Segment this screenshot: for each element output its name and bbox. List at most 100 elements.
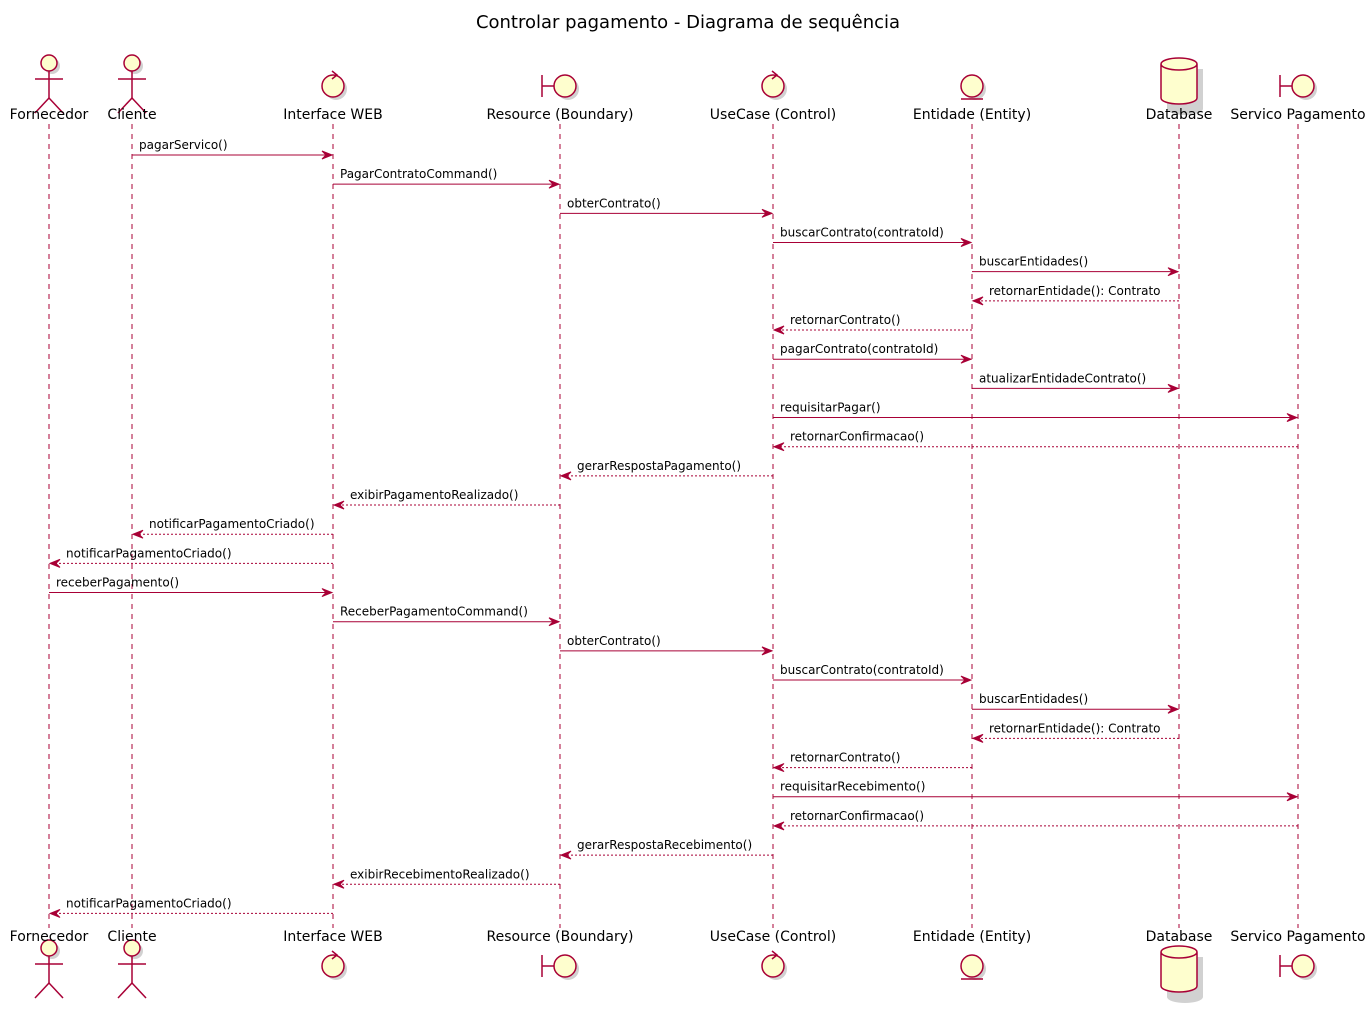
message-label: notificarPagamentoCriado() [66, 896, 232, 910]
message-label: receberPagamento() [56, 576, 179, 590]
message-label: retornarConfirmacao() [790, 809, 924, 823]
arrow-head-icon [48, 908, 61, 918]
message-return: gerarRespostaRecebimento() [559, 838, 773, 860]
participant-label: Resource (Boundary) [487, 929, 634, 945]
diagram-title: Controlar pagamento - Diagrama de sequên… [476, 12, 900, 33]
message-return: retornarContrato() [772, 751, 972, 773]
arrow-head-icon [332, 500, 345, 510]
arrow-head-icon [772, 325, 785, 335]
message-call: buscarEntidades() [972, 692, 1180, 714]
message-label: requisitarPagar() [780, 401, 881, 415]
participant-label: Interface WEB [283, 107, 382, 123]
participant-label: Entidade (Entity) [913, 929, 1031, 945]
participant-header-entidade: Entidade (Entity) [913, 74, 1031, 123]
message-label: retornarEntidade(): Contrato [989, 284, 1161, 298]
message-label: notificarPagamentoCriado() [149, 517, 315, 531]
message-return: gerarRespostaPagamento() [559, 459, 773, 481]
participant-label: Cliente [107, 107, 156, 123]
participant-label: UseCase (Control) [710, 929, 836, 945]
participant-header-usecase: UseCase (Control) [710, 70, 836, 123]
participant-header-resource: Resource (Boundary) [487, 74, 634, 123]
participant-label: UseCase (Control) [710, 107, 836, 123]
message-label: obterContrato() [567, 196, 661, 210]
message-call: requisitarPagar() [773, 401, 1299, 422]
message-label: exibirRecebimentoRealizado() [350, 867, 530, 881]
message-label: exibirPagamentoRealizado() [350, 488, 518, 502]
arrow-head-icon [548, 617, 561, 627]
message-label: retornarContrato() [790, 751, 900, 765]
message-return: exibirPagamentoRealizado() [332, 488, 560, 510]
boundary-icon [1279, 954, 1317, 980]
message-call: pagarServico() [132, 138, 334, 160]
participant-header-web: Interface WEB [283, 70, 383, 123]
actor-icon [117, 939, 147, 999]
control-icon [761, 70, 787, 100]
message-call: pagarContrato(contratoId) [773, 342, 973, 364]
participant-footer-servico: Servico Pagamento [1230, 929, 1366, 980]
message-call: ReceberPagamentoCommand() [333, 605, 561, 627]
message-return: retornarConfirmacao() [772, 430, 1298, 452]
participant-header-database: Database [1146, 57, 1213, 123]
message-call: requisitarRecebimento() [773, 780, 1299, 802]
participant-footer-resource: Resource (Boundary) [487, 929, 634, 980]
arrow-head-icon [559, 850, 572, 860]
actor-icon [34, 939, 64, 999]
arrow-head-icon [1167, 267, 1180, 277]
arrow-head-icon [1286, 413, 1299, 422]
message-label: notificarPagamentoCriado() [66, 546, 232, 560]
arrow-head-icon [772, 821, 785, 831]
participant-header-fornecedor: Fornecedor [10, 54, 89, 123]
participant-label: Database [1146, 929, 1213, 945]
message-label: retornarEntidade(): Contrato [989, 721, 1161, 735]
message-return: notificarPagamentoCriado() [131, 517, 333, 539]
arrow-head-icon [971, 296, 984, 306]
participant-label: Servico Pagamento [1230, 929, 1365, 945]
participant-label: Fornecedor [10, 929, 89, 945]
arrow-head-icon [332, 879, 345, 889]
arrow-head-icon [48, 558, 61, 568]
boundary-icon [1279, 74, 1317, 100]
message-label: buscarEntidades() [979, 692, 1088, 706]
message-return: notificarPagamentoCriado() [48, 546, 333, 568]
message-label: pagarContrato(contratoId) [780, 342, 938, 356]
arrow-head-icon [960, 238, 973, 247]
actor-icon [117, 54, 147, 114]
message-label: buscarContrato(contratoId) [780, 226, 944, 240]
participant-label: Interface WEB [283, 929, 382, 945]
arrow-head-icon [971, 733, 984, 743]
arrow-head-icon [960, 354, 973, 364]
arrow-head-icon [131, 529, 144, 539]
control-icon [761, 950, 787, 980]
entity-icon [960, 74, 986, 100]
message-call: receberPagamento() [49, 576, 334, 598]
arrow-head-icon [559, 471, 572, 481]
message-label: obterContrato() [567, 634, 661, 648]
arrow-head-icon [960, 675, 973, 685]
arrow-head-icon [321, 150, 334, 160]
message-label: pagarServico() [139, 138, 228, 152]
participant-footer-cliente: Cliente [107, 929, 157, 999]
participant-footer-fornecedor: Fornecedor [10, 929, 89, 999]
message-label: buscarContrato(contratoId) [780, 663, 944, 677]
control-icon [321, 950, 347, 980]
participant-label: Cliente [107, 929, 156, 945]
message-return: notificarPagamentoCriado() [48, 896, 333, 918]
participant-label: Servico Pagamento [1230, 107, 1365, 123]
message-label: requisitarRecebimento() [780, 780, 925, 794]
message-call: PagarContratoCommand() [333, 167, 561, 189]
arrow-head-icon [1167, 383, 1180, 393]
message-label: gerarRespostaPagamento() [577, 459, 741, 473]
message-label: atualizarEntidadeContrato() [979, 371, 1146, 385]
participant-label: Database [1146, 107, 1213, 123]
message-label: retornarConfirmacao() [790, 430, 924, 444]
message-label: retornarContrato() [790, 313, 900, 327]
arrow-head-icon [548, 179, 561, 189]
message-return: retornarEntidade(): Contrato [971, 284, 1179, 306]
participant-footer-database: Database [1146, 929, 1213, 1003]
message-return: retornarContrato() [772, 313, 972, 335]
control-icon [321, 70, 347, 100]
boundary-icon [541, 74, 579, 100]
database-icon [1160, 945, 1203, 1003]
participant-footer-entidade: Entidade (Entity) [913, 929, 1031, 980]
message-call: obterContrato() [560, 634, 774, 656]
